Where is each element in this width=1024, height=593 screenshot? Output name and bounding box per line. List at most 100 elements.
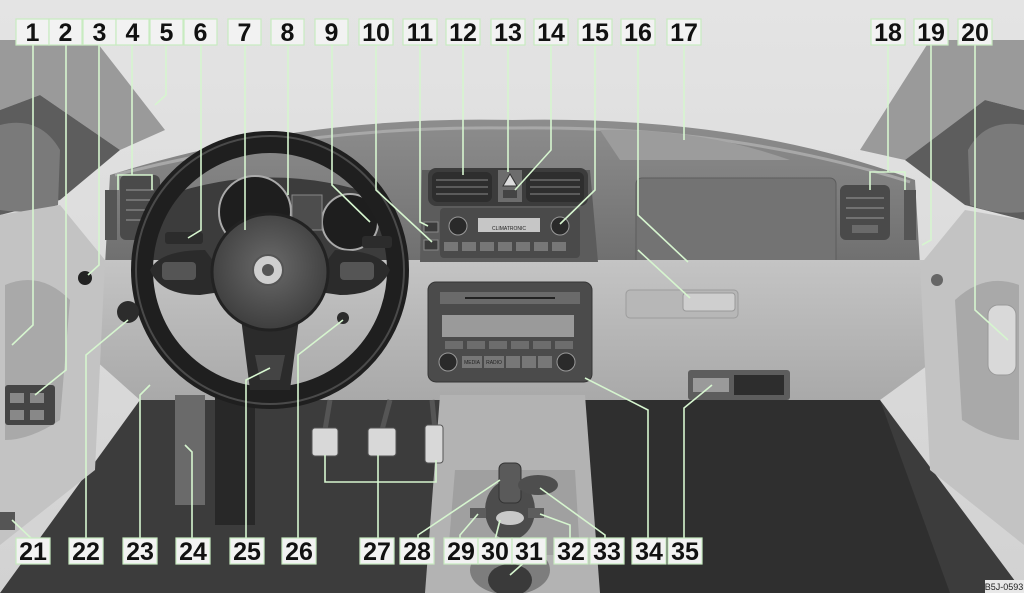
leader-25 (245, 367, 271, 548)
callout-label-35: 35 (671, 538, 699, 566)
callout-label-15: 15 (581, 19, 609, 47)
callout-23: 23 (122, 537, 158, 566)
callout-label-21: 21 (19, 538, 47, 566)
left-a-pillar (0, 40, 165, 150)
callout-31: 31 (511, 537, 547, 566)
callout-label-11: 11 (407, 19, 434, 47)
callout-label-27: 27 (363, 538, 391, 566)
callout-15: 15 (577, 18, 613, 47)
callout-label-25: 25 (233, 538, 261, 566)
callout-label-33: 33 (593, 538, 621, 566)
glovebox-handle (682, 292, 736, 312)
climate-display (478, 218, 540, 232)
callout-8: 8 (270, 18, 305, 47)
callout-label-29: 29 (447, 538, 475, 566)
callout-32: 32 (553, 537, 589, 566)
callout-34: 34 (631, 537, 667, 566)
callout-label-2: 2 (59, 19, 73, 47)
pedal-accelerator (424, 399, 444, 464)
callout-27: 27 (359, 537, 395, 566)
callout-label-32: 32 (557, 538, 585, 566)
callout-33: 33 (589, 537, 625, 566)
leader-11 (419, 44, 429, 227)
callout-label-17: 17 (670, 19, 698, 47)
callout-label-26: 26 (285, 538, 313, 566)
callout-7: 7 (227, 18, 262, 47)
radio-button-5 (538, 356, 552, 368)
leader-5 (154, 44, 167, 106)
callout-label-10: 10 (362, 19, 390, 47)
callout-35: 35 (667, 537, 703, 566)
callout-label-1: 1 (26, 19, 40, 47)
callout-21: 21 (15, 537, 51, 566)
climate-left-dial (448, 216, 468, 236)
brand-logo-center (262, 264, 274, 276)
callout-label-23: 23 (126, 538, 154, 566)
callout-label-18: 18 (874, 19, 902, 47)
wiper-lever (362, 236, 392, 248)
callout-20: 20 (957, 18, 993, 47)
passenger-speaker (931, 274, 943, 286)
radio-display (442, 315, 574, 337)
radio-button (484, 356, 504, 368)
central-vent-left (432, 172, 492, 202)
pedal-brake (367, 399, 397, 457)
switch-32 (528, 508, 544, 518)
switch-11 (423, 221, 439, 233)
media-button (462, 356, 482, 368)
central-vent-right (526, 172, 584, 202)
callout-label-22: 22 (72, 538, 100, 566)
callout-14: 14 (533, 18, 569, 47)
leader-34 (584, 377, 649, 548)
leader-19 (921, 44, 932, 246)
passenger-dash-panel (635, 177, 837, 267)
left-wheel-controls (162, 262, 196, 280)
leader-16 (637, 44, 691, 299)
passenger-door-handle (987, 304, 1017, 376)
callout-13: 13 (490, 18, 526, 47)
callout-label-16: 16 (624, 19, 652, 47)
callout-label-6: 6 (194, 19, 208, 47)
right-side-vent (840, 185, 890, 240)
callout-label-20: 20 (961, 19, 989, 47)
callout-17: 17 (666, 18, 702, 47)
radio-preset-buttons (445, 341, 573, 349)
callout-label-12: 12 (449, 19, 477, 47)
climate-button-row (444, 242, 566, 251)
callout-19: 19 (913, 18, 949, 47)
leader-20 (974, 44, 1009, 341)
callout-label-24: 24 (179, 538, 207, 566)
defroster-area (600, 129, 790, 160)
callout-10: 10 (358, 18, 394, 47)
passenger-airbag-indicator (503, 190, 517, 198)
callout-label-4: 4 (126, 19, 140, 47)
callout-1: 1 (15, 18, 50, 47)
figure-code: B5J-0593 (985, 582, 1024, 592)
steering-column-lower (215, 395, 255, 525)
left-side-window-vent (105, 190, 117, 240)
callout-4: 4 (115, 18, 150, 47)
cup-holder (518, 475, 558, 495)
ignition-area (117, 301, 139, 323)
callout-label-28: 28 (403, 538, 431, 566)
leader-1 (11, 44, 34, 346)
callout-label-7: 7 (238, 19, 252, 47)
leader-18 (869, 44, 906, 190)
media-label: MEDIA (464, 360, 481, 366)
switch-29 (470, 508, 486, 518)
callout-11: 11 (402, 18, 438, 47)
leader-15 (559, 44, 596, 225)
callout-label-30: 30 (481, 538, 509, 566)
callout-18: 18 (870, 18, 906, 47)
right-wheel-controls (340, 262, 374, 280)
leader-6 (187, 44, 202, 239)
leader-3 (87, 44, 100, 276)
leader-4 (117, 44, 153, 190)
leader-10 (375, 44, 433, 243)
leader-24 (184, 444, 193, 548)
callout-25: 25 (229, 537, 265, 566)
callout-label-31: 31 (515, 538, 543, 566)
leader-14 (514, 44, 552, 191)
